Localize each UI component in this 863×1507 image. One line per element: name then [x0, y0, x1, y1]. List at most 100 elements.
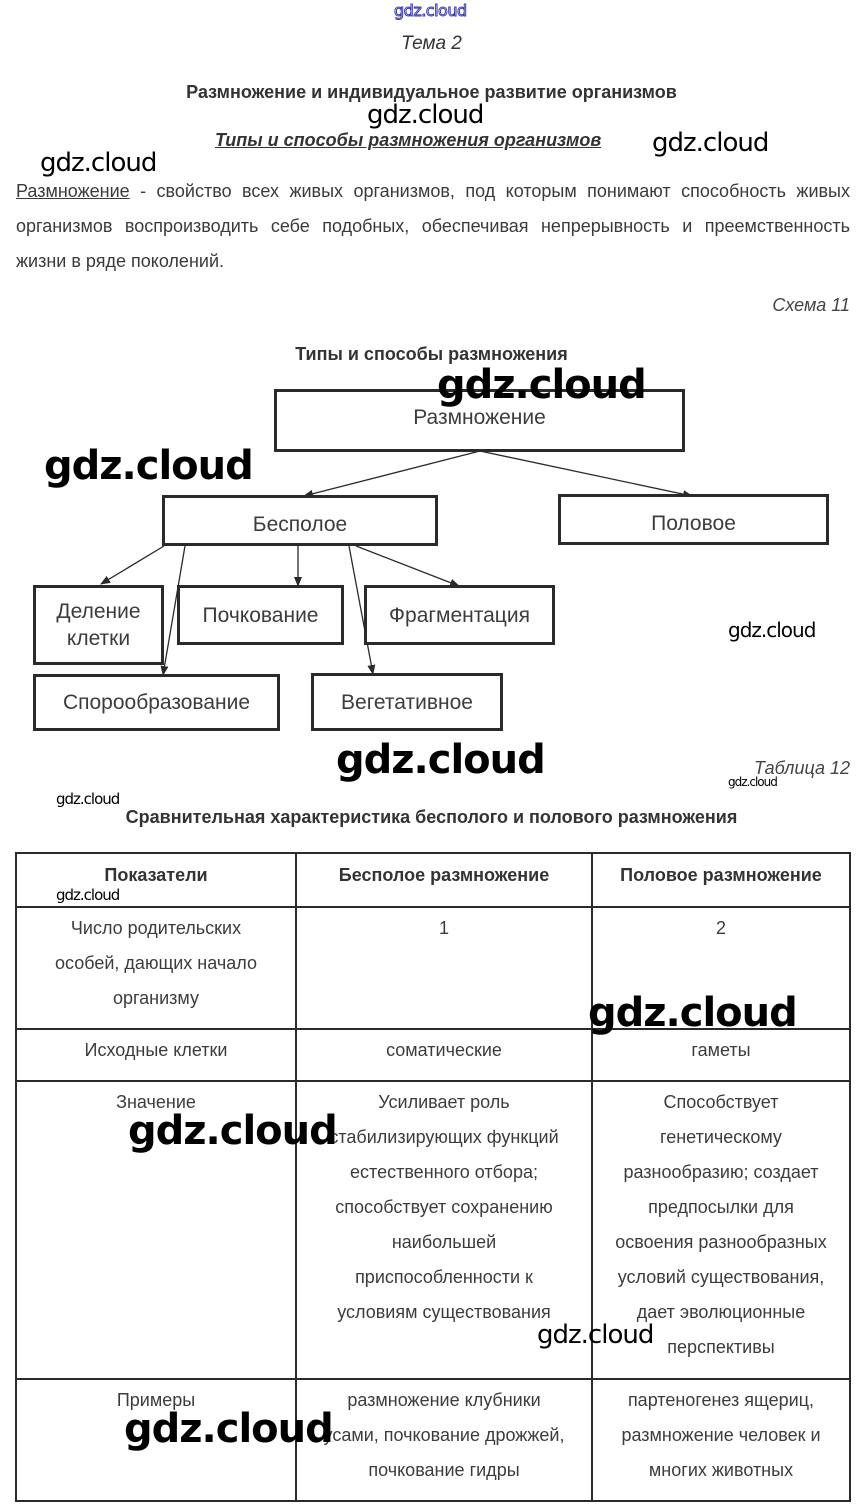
- cell-text: приспособленности к: [355, 1267, 533, 1287]
- cell-text: многих животных: [648, 1460, 794, 1480]
- table-row: Исходные клетки соматические гаметы: [15, 1028, 851, 1082]
- table-header-row: Показатели Бесполое размножение Половое …: [15, 852, 851, 908]
- cell-sexual: Способствует генетическому разнообразию;…: [591, 1080, 851, 1380]
- arrow-root-to-sexual: [479, 450, 693, 499]
- cell-text: стабилизирующих функций: [329, 1127, 559, 1147]
- topic-label: Тема 2: [401, 33, 462, 54]
- cell-text: освоения разнообразных: [615, 1232, 827, 1252]
- watermark: gdz.cloud: [367, 100, 484, 130]
- cell-text: особей, дающих начало: [55, 953, 257, 973]
- arrow-asexual-to-cell-division: [100, 545, 165, 585]
- watermark: gdz.cloud: [40, 148, 157, 178]
- cell-asexual: соматические: [295, 1028, 593, 1082]
- header-indicators: Показатели: [15, 852, 297, 908]
- scheme-box-fragmentation: Фрагментация: [364, 585, 555, 645]
- scheme-box-asexual: Бесполое: [162, 495, 438, 546]
- scheme-arrows: [100, 450, 693, 676]
- watermark: gdz.cloud: [652, 128, 769, 158]
- watermark: gdz.cloud: [56, 790, 120, 808]
- scheme-box-cell-division-label: Деление клетки: [56, 600, 141, 650]
- cell-indicator: Значение: [15, 1080, 297, 1380]
- cell-text: организму: [112, 988, 200, 1008]
- table-row: Число родительских особей, дающих начало…: [15, 906, 851, 1030]
- cell-text: партеногенез ящериц,: [627, 1390, 815, 1410]
- cell-text: дает эволюционные: [636, 1302, 806, 1322]
- cell-text: наибольшей: [391, 1232, 497, 1252]
- cell-sexual: гаметы: [591, 1028, 851, 1082]
- scheme-box-root-label: Размножение: [413, 406, 546, 429]
- cell-text: предпосылки для: [648, 1197, 794, 1217]
- cell-text: гаметы: [691, 1040, 751, 1060]
- table-row: Значение Усиливает роль стабилизирующих …: [15, 1080, 851, 1380]
- cell-indicator: Число родительских особей, дающих начало…: [15, 906, 297, 1030]
- arrow-asexual-to-sporulation: [160, 545, 186, 676]
- scheme-box-sexual-label: Половое: [651, 512, 736, 535]
- scheme-box-sporulation-label: Спорообразование: [62, 691, 251, 714]
- cell-text: разнообразию; создает: [623, 1162, 819, 1182]
- cell-text: размножение человек и: [621, 1425, 821, 1445]
- watermark: gdz.cloud: [336, 737, 546, 783]
- cell-sexual: 2: [591, 906, 851, 1030]
- cell-text: почкование гидры: [368, 1460, 520, 1480]
- cell-text: усами, почкование дрожжей,: [323, 1425, 565, 1445]
- scheme-box-budding: Почкование: [177, 585, 344, 645]
- definition-paragraph: Размножение - свойство всех живых органи…: [16, 174, 850, 279]
- watermark: gdz.cloud: [124, 1406, 334, 1452]
- cell-text: условий существования,: [617, 1267, 825, 1287]
- cell-text: Исходные клетки: [84, 1040, 228, 1060]
- scheme-box-asexual-label: Бесполое: [252, 513, 348, 536]
- watermark: gdz.cloud: [128, 1108, 338, 1154]
- watermark: gdz.cloud: [728, 775, 778, 789]
- scheme-title: Типы и способы размножения: [295, 344, 568, 364]
- arrow-asexual-to-vegetative: [348, 545, 376, 675]
- arrow-root-to-asexual: [303, 450, 481, 498]
- scheme-box-vegetative-label: Вегетативное: [341, 690, 473, 714]
- watermark-top: gdz.cloud: [394, 1, 468, 21]
- cell-text: Примеры: [116, 1390, 196, 1410]
- scheme-box-budding-label: Почкование: [202, 603, 319, 627]
- watermark: gdz.cloud: [437, 362, 647, 408]
- scheme-box-cell-division: Деление клетки: [33, 585, 164, 665]
- watermark: gdz.cloud: [56, 886, 120, 904]
- cell-sexual: партеногенез ящериц, размножение человек…: [591, 1378, 851, 1502]
- scheme-box-fragmentation-label: Фрагментация: [389, 603, 530, 627]
- cell-text: соматические: [386, 1040, 502, 1060]
- table-row: Примеры размножение клубники усами, почк…: [15, 1378, 851, 1502]
- chapter-title: Размножение и индивидуальное развитие ор…: [186, 82, 677, 102]
- watermark: gdz.cloud: [44, 443, 254, 489]
- cell-indicator: Примеры: [15, 1378, 297, 1502]
- cell-text: Значение: [116, 1092, 196, 1112]
- cell-text: Число родительских: [70, 918, 242, 938]
- comparison-table: Показатели Бесполое размножение Половое …: [15, 852, 851, 1502]
- header-asexual: Бесполое размножение: [295, 852, 593, 908]
- cell-text: 2: [715, 918, 726, 938]
- watermark: gdz.cloud: [728, 618, 816, 642]
- arrow-asexual-to-fragmentation: [355, 545, 460, 587]
- table-caption: Таблица 12: [753, 758, 850, 778]
- cell-indicator: Исходные клетки: [15, 1028, 297, 1082]
- cell-text: перспективы: [667, 1337, 775, 1357]
- scheme-box-sexual: Половое: [558, 494, 829, 545]
- watermark: gdz.cloud: [537, 1320, 654, 1350]
- cell-text: условиям существования: [337, 1302, 551, 1322]
- cell-asexual: 1: [295, 906, 593, 1030]
- header-sexual: Половое размножение: [591, 852, 851, 908]
- scheme-caption: Схема 11: [772, 295, 850, 315]
- cell-text: Усиливает роль: [378, 1092, 510, 1112]
- cell-text: способствует сохранению: [335, 1197, 553, 1217]
- scheme-box-vegetative: Вегетативное: [311, 673, 503, 731]
- cell-text: 1: [438, 918, 449, 938]
- cell-asexual: размножение клубники усами, почкование д…: [295, 1378, 593, 1502]
- cell-asexual: Усиливает роль стабилизирующих функций е…: [295, 1080, 593, 1380]
- scheme-box-root: Размножение: [274, 389, 685, 452]
- cell-text: размножение клубники: [347, 1390, 541, 1410]
- table-title: Сравнительная характеристика бесполого и…: [125, 807, 738, 827]
- cell-text: Способствует: [663, 1092, 779, 1112]
- definition-text: - свойство всех живых организмов, под ко…: [16, 181, 850, 271]
- watermark: gdz.cloud: [588, 990, 798, 1036]
- definition-term: Размножение: [16, 181, 130, 201]
- cell-text: генетическому: [660, 1127, 782, 1147]
- section-subtitle: Типы и способы размножения организмов: [215, 130, 602, 150]
- scheme-box-sporulation: Спорообразование: [33, 674, 280, 731]
- cell-text: естественного отбора;: [350, 1162, 538, 1182]
